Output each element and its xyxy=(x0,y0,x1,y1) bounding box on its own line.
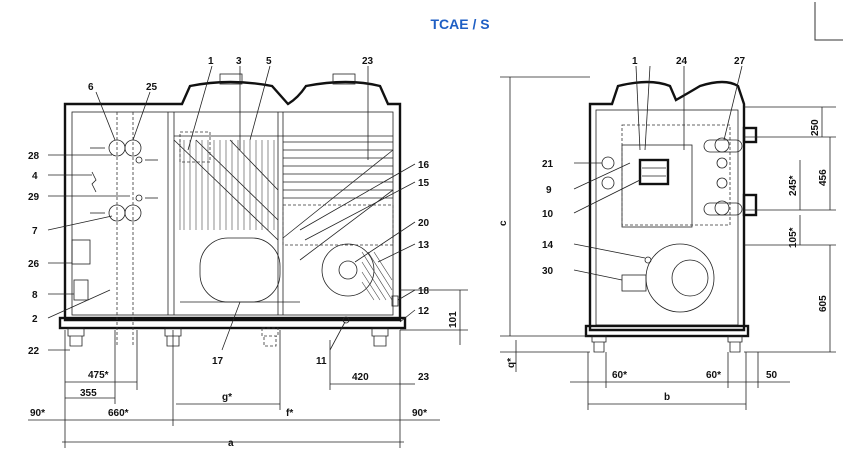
display-unit xyxy=(638,158,670,186)
receiver-tank xyxy=(199,237,281,303)
callout-23: 23 xyxy=(362,56,374,67)
side-leaders xyxy=(47,65,416,351)
callout-3: 3 xyxy=(236,56,242,67)
callout-17: 17 xyxy=(212,356,224,367)
callout-11: 11 xyxy=(316,356,327,367)
dim-g: g* xyxy=(222,392,232,403)
front-callout-labels: 1 24 27 21 9 10 14 30 xyxy=(542,56,746,277)
callout-21: 21 xyxy=(542,159,554,170)
dim-250: 250 xyxy=(810,119,821,136)
callout-30: 30 xyxy=(542,266,554,277)
callout-8: 8 xyxy=(32,290,38,301)
dim-60-right: 60* xyxy=(706,370,721,381)
callout-22: 22 xyxy=(28,346,40,357)
dim-660: 660* xyxy=(108,408,129,419)
dim-101: 101 xyxy=(448,311,459,328)
side-callout-labels: 6 25 1 3 5 23 28 4 29 7 26 8 2 22 16 15 … xyxy=(28,56,430,367)
callout-13: 13 xyxy=(418,240,430,251)
dim-90-left: 90* xyxy=(30,408,45,419)
dim-605: 605 xyxy=(818,295,829,312)
side-casing-outline xyxy=(63,80,402,322)
side-dimension-labels: 475* 355 420 23 90* 660* g* f* 90* a 101 xyxy=(30,311,459,449)
dim-a: a xyxy=(228,438,234,449)
callout-4: 4 xyxy=(32,171,38,182)
callout-10: 10 xyxy=(542,209,554,220)
front-view xyxy=(500,65,836,410)
front-base xyxy=(584,324,750,338)
dim-23: 23 xyxy=(418,372,430,383)
coil-hatch xyxy=(173,139,394,261)
dim-50: 50 xyxy=(766,370,778,381)
drawing-title: TCAE / S xyxy=(430,16,490,32)
side-inner-wall xyxy=(71,111,394,316)
callout-26: 26 xyxy=(28,259,40,270)
front-leaders xyxy=(573,65,743,281)
side-base xyxy=(58,316,407,330)
callout-29: 29 xyxy=(28,192,40,203)
front-casing-outline xyxy=(588,80,746,332)
callout-24: 24 xyxy=(676,56,688,67)
dim-355: 355 xyxy=(80,388,97,399)
dim-420: 420 xyxy=(352,372,369,383)
dim-245: 245* xyxy=(788,175,799,196)
side-view xyxy=(28,65,468,448)
callout-16: 16 xyxy=(418,160,430,171)
callout-18: 18 xyxy=(418,286,430,297)
dim-f: f* xyxy=(286,408,293,419)
callout-27: 27 xyxy=(734,56,746,67)
callout-1: 1 xyxy=(208,56,214,67)
dim-60-left: 60* xyxy=(612,370,627,381)
callout-6: 6 xyxy=(88,82,94,93)
callout-7: 7 xyxy=(32,226,38,237)
callout-9: 9 xyxy=(546,185,552,196)
fan xyxy=(645,243,715,313)
control-box xyxy=(621,144,693,228)
callout-14: 14 xyxy=(542,240,554,251)
callout-front-1: 1 xyxy=(632,56,638,67)
dim-105: 105* xyxy=(788,227,799,248)
callout-15: 15 xyxy=(418,178,430,189)
callout-12: 12 xyxy=(418,306,430,317)
side-dimensions xyxy=(28,289,468,448)
side-feet xyxy=(67,327,389,347)
dim-475: 475* xyxy=(88,370,109,381)
dim-b: b xyxy=(664,392,670,403)
pipe-connections xyxy=(71,112,158,345)
compressor xyxy=(321,243,375,297)
callout-28: 28 xyxy=(28,151,40,162)
dim-456: 456 xyxy=(818,169,829,186)
frame-corner xyxy=(814,2,843,41)
front-dimension-labels: 250 245* 456 105* 605 c q* 60* 60* 50 b xyxy=(498,119,829,403)
front-dimensions xyxy=(500,76,836,410)
dim-c: c xyxy=(498,220,509,226)
dim-90-right: 90* xyxy=(412,408,427,419)
callout-25: 25 xyxy=(146,82,158,93)
callout-2: 2 xyxy=(32,314,38,325)
fin-hatch xyxy=(361,251,393,301)
dim-q: q* xyxy=(506,358,517,368)
callout-20: 20 xyxy=(418,218,430,229)
callout-5: 5 xyxy=(266,56,272,67)
